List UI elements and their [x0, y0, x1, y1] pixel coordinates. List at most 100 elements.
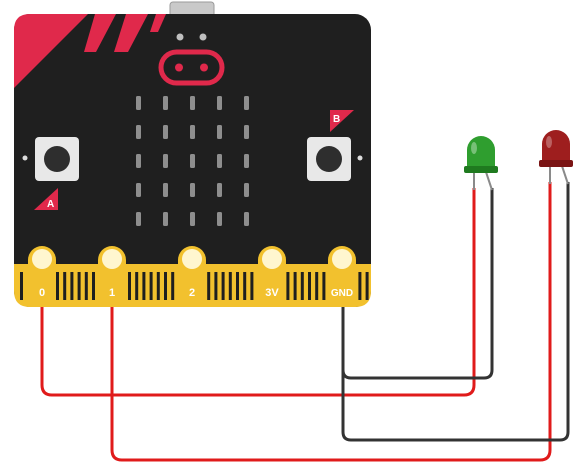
top-hole [199, 33, 207, 41]
edge-connector-gap [250, 272, 254, 300]
edge-connector-gap [221, 272, 225, 300]
matrix-led [244, 183, 249, 197]
led-matrix [136, 96, 249, 226]
matrix-led [217, 154, 222, 168]
button-b-cap [316, 146, 342, 172]
matrix-led [136, 212, 141, 226]
edge-connector-gap [92, 272, 95, 300]
pin-3v-label: 3V [265, 287, 279, 299]
edge-connector-gap [207, 272, 211, 300]
red-led-leg-cathode [561, 165, 569, 185]
edge-connector-gap [56, 272, 59, 300]
wire-gnd-red-led [341, 182, 570, 442]
matrix-led [244, 154, 249, 168]
matrix-led [136, 96, 141, 110]
pin-1-label: 1 [109, 287, 115, 299]
corner-stripe [114, 14, 148, 52]
button-b[interactable]: B [307, 110, 354, 181]
button-a-triangle [34, 188, 58, 210]
logo-dot [200, 63, 208, 72]
edge-connector-gap [149, 272, 153, 300]
red-led-highlight [546, 136, 552, 148]
microbit-board: A B 0 1 2 3V [14, 1, 371, 307]
button-a-cap [44, 146, 70, 172]
matrix-led [244, 96, 249, 110]
wire-pin1-red-led [110, 182, 552, 462]
matrix-led [217, 125, 222, 139]
green-led [464, 136, 498, 191]
pin-0[interactable]: 0 [28, 246, 56, 307]
edge-connector-gap [128, 272, 131, 300]
matrix-led [217, 212, 222, 226]
edge-connector-gap [308, 272, 311, 300]
red-led-rim [539, 160, 573, 167]
edge-connector-gap [358, 272, 362, 300]
edge-connector-gap [300, 272, 304, 300]
edge-connector-gap [135, 272, 139, 300]
edge-connector-gap [84, 272, 88, 300]
edge-connector-gap [20, 272, 23, 300]
pin-2-hole [182, 249, 202, 269]
corner-stripe [84, 14, 116, 52]
edge-connector-gap [286, 272, 290, 300]
pin-3v[interactable]: 3V [258, 246, 286, 307]
edge-connector-gap [243, 272, 247, 300]
side-dot [22, 155, 28, 161]
matrix-led [217, 96, 222, 110]
matrix-led [163, 212, 168, 226]
corner-stripe [14, 14, 88, 88]
matrix-led [217, 183, 222, 197]
button-a-label: A [47, 199, 54, 210]
pin-0-hole [32, 249, 52, 269]
edge-connector-gap [70, 272, 74, 300]
red-led-body [542, 130, 570, 164]
matrix-led [136, 154, 141, 168]
pin-2[interactable]: 2 [178, 246, 206, 307]
pin-3v-hole [262, 249, 282, 269]
pin-gnd[interactable]: GND [328, 246, 356, 307]
matrix-led [190, 154, 195, 168]
edge-connector-gap [228, 272, 232, 300]
matrix-led [190, 96, 195, 110]
matrix-led [244, 125, 249, 139]
logo-dot [175, 63, 183, 72]
green-led-body [467, 136, 495, 170]
pin-2-label: 2 [189, 287, 195, 299]
matrix-led [163, 183, 168, 197]
side-dot [357, 155, 363, 161]
edge-connector-gap [315, 272, 319, 300]
matrix-led [136, 183, 141, 197]
edge-connector-gap [142, 272, 146, 300]
edge-connector-gap [293, 272, 297, 300]
edge-connector-gap [63, 272, 67, 300]
wires [40, 182, 570, 462]
matrix-led [190, 125, 195, 139]
matrix-led [244, 212, 249, 226]
matrix-led [163, 96, 168, 110]
wire-pin0-green-led [40, 188, 476, 397]
pin-0-label: 0 [39, 287, 45, 299]
top-hole [176, 33, 184, 41]
edge-connector-gap [214, 272, 218, 300]
green-led-leg-cathode [485, 171, 493, 191]
pin-1[interactable]: 1 [98, 246, 126, 307]
button-b-label: B [333, 114, 340, 125]
matrix-led [190, 183, 195, 197]
green-led-rim [464, 166, 498, 173]
pin-1-hole [102, 249, 122, 269]
matrix-led [136, 125, 141, 139]
pin-gnd-hole [332, 249, 352, 269]
edge-connector-gap [236, 272, 239, 300]
edge-connector-gap [365, 272, 369, 300]
edge-connector-gap [164, 272, 167, 300]
edge-connector-gap [156, 272, 160, 300]
edge-connector-gap [77, 272, 81, 300]
pin-gnd-label: GND [331, 288, 353, 299]
corner-stripe [150, 14, 166, 32]
edge-connector-gap [171, 272, 175, 300]
button-b-triangle [330, 110, 354, 132]
matrix-led [163, 125, 168, 139]
matrix-led [190, 212, 195, 226]
button-a[interactable]: A [34, 137, 79, 210]
